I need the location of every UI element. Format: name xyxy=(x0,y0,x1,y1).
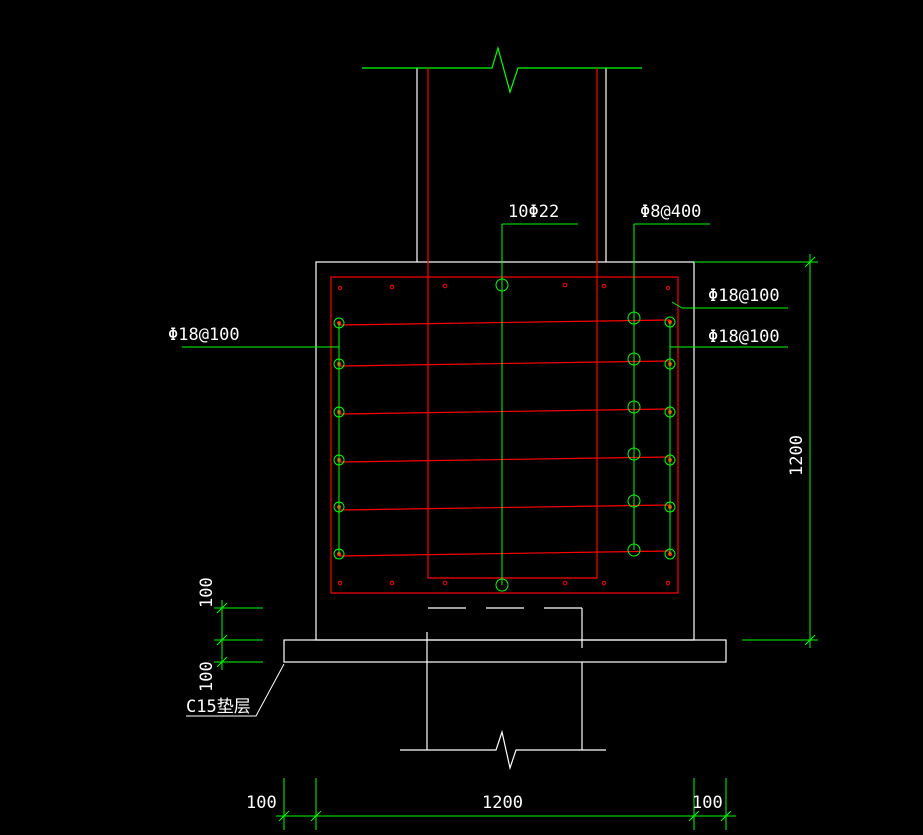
label-width-dim: 1200 xyxy=(482,793,523,813)
label-left-ext-dim: 100 xyxy=(246,793,277,813)
column-below xyxy=(400,607,606,771)
label-cushion-dim: 100 xyxy=(197,577,217,608)
label-right-ext-dim: 100 xyxy=(692,793,723,813)
label-cushion-note: C15垫层 xyxy=(186,697,251,717)
dimension-lines xyxy=(214,254,818,830)
label-side-bar-left: Φ18@100 xyxy=(168,325,240,345)
cushion-note-leader xyxy=(186,663,285,717)
break-line-top xyxy=(362,45,642,95)
foundation-block xyxy=(315,261,695,641)
rebar-cage xyxy=(330,68,679,594)
label-side-bar-right-bottom: Φ18@100 xyxy=(708,327,780,347)
label-cushion-thickness: 100 xyxy=(197,661,217,692)
column-above xyxy=(416,68,607,262)
label-height-dim: 1200 xyxy=(787,435,807,476)
cushion-layer xyxy=(283,639,727,663)
bar-markers xyxy=(333,278,676,592)
rebar-dots xyxy=(337,282,671,586)
label-stirrup: Φ8@400 xyxy=(640,202,701,222)
label-top-bars: 10Φ22 xyxy=(508,202,559,222)
label-side-bar-right-top: Φ18@100 xyxy=(708,286,780,306)
leader-lines xyxy=(182,223,788,585)
